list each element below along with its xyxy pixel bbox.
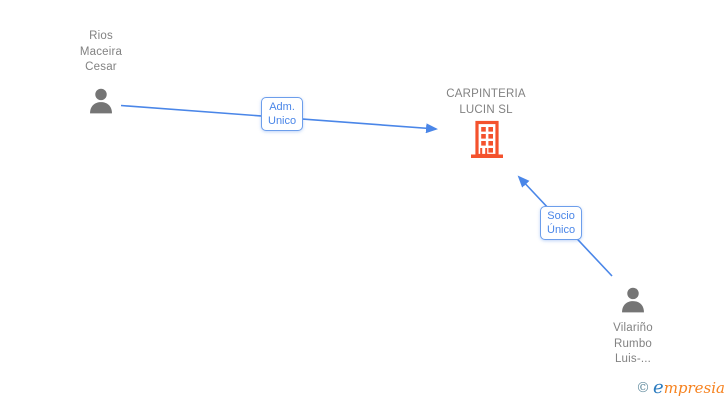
person1-name-line1: Rios xyxy=(89,30,113,42)
copyright-icon: © xyxy=(636,380,651,396)
empresia-logo-initial: e xyxy=(653,377,664,398)
person-icon[interactable] xyxy=(87,87,115,115)
empresia-logo: ©empresia xyxy=(636,377,725,398)
edge-socio-label-line2: Único xyxy=(547,224,576,236)
node-label-carpinteria-lucin-sl[interactable]: CARPINTERIA LUCIN SL xyxy=(426,87,546,118)
person-icon[interactable] xyxy=(619,286,647,314)
node-label-rios-maceira-cesar[interactable]: Rios Maceira Cesar xyxy=(41,29,161,76)
empresia-logo-text: mpresia xyxy=(663,379,725,397)
building-icon[interactable] xyxy=(470,120,504,158)
company-name-line2: LUCIN SL xyxy=(459,103,513,116)
person2-name-line3: Luis-... xyxy=(614,353,652,365)
edge-adm-label-line1: Adm. xyxy=(269,101,295,113)
edge-label-socio-unico: Socio Único xyxy=(540,206,583,240)
node-label-vilarino-rumbo-luis[interactable]: Vilariño Rumbo Luis-... xyxy=(573,321,693,368)
person2-name-line2: Rumbo xyxy=(613,337,653,350)
edge-label-adm-unico: Adm. Unico xyxy=(261,97,304,131)
edge-adm-label-line2: Unico xyxy=(268,115,297,127)
person1-name-line2: Maceira xyxy=(79,45,123,58)
person1-name-line3: Cesar xyxy=(85,61,117,73)
person2-name-line1: Vilariño xyxy=(613,322,653,334)
company-name-line1: CARPINTERIA xyxy=(446,88,526,100)
edge-socio-label-line1: Socio xyxy=(547,210,575,222)
